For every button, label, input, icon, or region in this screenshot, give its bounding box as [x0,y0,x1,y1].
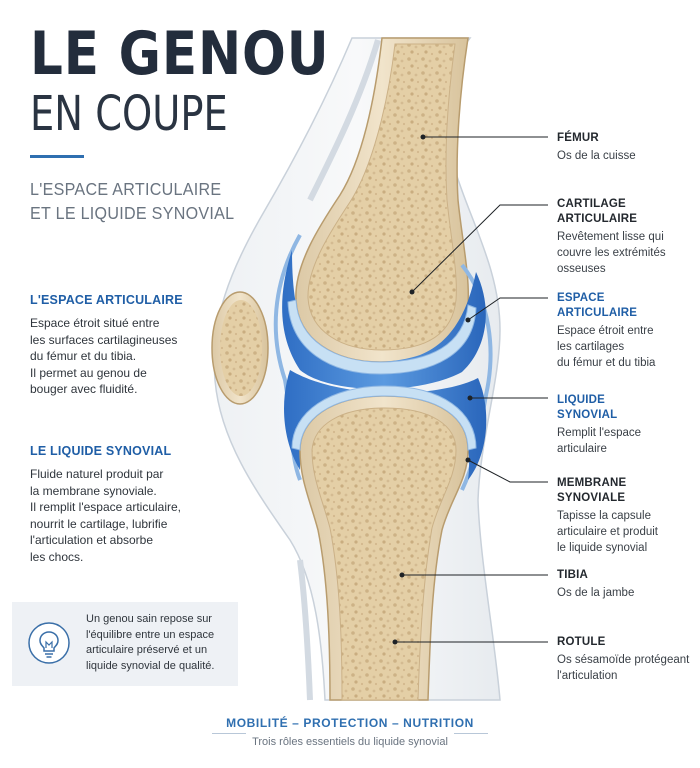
label-title: ROTULE [557,636,606,648]
lightbulb-icon [28,622,70,664]
section-liquide-synovial: LE LIQUIDE SYNOVIAL Fluide naturel produ… [30,444,240,565]
title-accent-bar [30,155,84,158]
leader-dots [392,134,473,645]
footer-subtitle: Trois rôles essentiels du liquide synovi… [252,736,448,748]
section-text: Fluide naturel produit par la membrane s… [30,467,182,564]
page-title: LE GENOU [30,19,330,89]
label-rotule: ROTULE Os sésamoïde protégeant l'articul… [557,635,697,684]
label-espace: ESPACE ARTICULAIRE Espace étroit entre l… [557,291,697,371]
label-desc: Remplit l'espace articulaire [557,427,642,455]
label-femur: FÉMUR Os de la cuisse [557,131,697,164]
tibia-bone [299,395,469,701]
label-desc: Revêtement lisse qui couvre les extrémit… [557,231,666,275]
label-title: LIQUIDE SYNOVIAL [557,394,618,421]
page-title-line2: EN COUPE [30,86,228,142]
section-title: L'ESPACE ARTICULAIRE [30,293,183,307]
label-desc: Tapisse la capsule articulaire et produi… [557,510,658,554]
femur-cartilage [287,299,477,375]
label-cartilage: CARTILAGE ARTICULAIRE Revêtement lisse q… [557,197,697,277]
footer-divider-left [212,733,246,734]
label-title: MEMBRANE SYNOVIALE [557,477,627,504]
tip-text: Un genou sain repose sur l'équilibre ent… [86,613,215,672]
label-liquide: LIQUIDE SYNOVIAL Remplit l'espace articu… [557,393,697,457]
label-title: FÉMUR [557,132,599,144]
label-title: CARTILAGE ARTICULAIRE [557,198,638,225]
footer-divider-right [454,733,488,734]
section-espace-articulaire: L'ESPACE ARTICULAIRE Espace étroit situé… [30,293,230,398]
patella-bone [211,291,269,405]
subtitle-line2: ET LE LIQUIDE SYNOVIAL [30,203,235,223]
label-desc: Espace étroit entre les cartilages du fé… [557,325,656,369]
leader-lines [395,136,548,643]
tibia-cartilage [291,385,477,451]
footer-title: MOBILITÉ – PROTECTION – NUTRITION [226,716,474,730]
label-membrane: MEMBRANE SYNOVIALE Tapisse la capsule ar… [557,476,697,556]
section-text: Espace étroit situé entre les surfaces c… [30,316,178,396]
section-title: LE LIQUIDE SYNOVIAL [30,444,172,458]
label-desc: Os de la cuisse [557,150,636,162]
subtitle-line1: L'ESPACE ARTICULAIRE [30,179,222,199]
label-title: TIBIA [557,569,589,581]
label-desc: Os sésamoïde protégeant l'articulation [557,654,690,682]
label-tibia: TIBIA Os de la jambe [557,568,697,601]
label-desc: Os de la jambe [557,587,635,599]
page-subtitle: L'ESPACE ARTICULAIRE ET LE LIQUIDE SYNOV… [30,177,234,225]
label-title: ESPACE ARTICULAIRE [557,292,638,319]
